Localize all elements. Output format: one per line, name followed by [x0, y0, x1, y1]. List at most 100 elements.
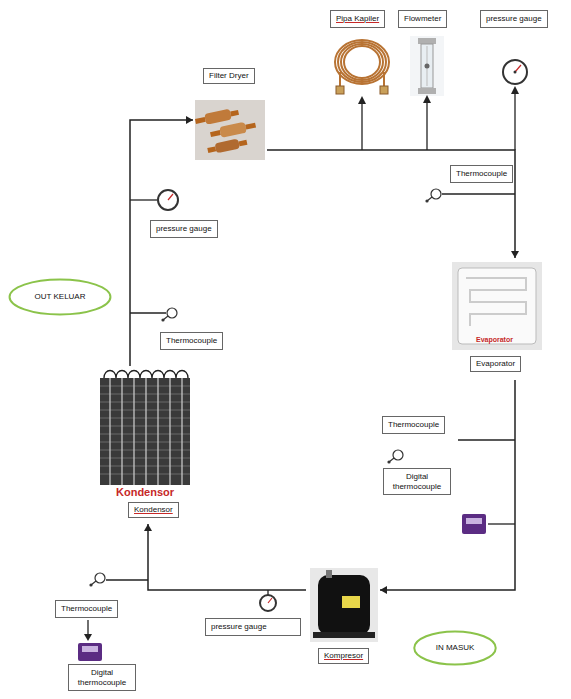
sensor-arrow-head	[84, 634, 92, 641]
filter-dryer-image	[245, 123, 256, 130]
condenser-image	[181, 378, 182, 485]
digital-thermometer-icon	[82, 646, 98, 652]
component-node: Kondensor	[98, 366, 192, 524]
thermocouple-icon	[426, 200, 428, 202]
sensor-arrow-head	[358, 96, 366, 104]
digital-thermometer-icon	[466, 518, 482, 524]
condenser-image	[109, 378, 110, 485]
condenser-image	[100, 418, 190, 419]
flowmeter-image	[410, 36, 444, 96]
component-name: Kompresor	[318, 648, 369, 664]
condenser-image	[100, 386, 190, 474]
flowmeter-image	[418, 88, 436, 94]
flow-ellipse: IN MASUK	[413, 630, 497, 666]
condenser-image	[100, 402, 190, 403]
sensor-label: Digital thermocouple	[383, 468, 451, 495]
digital-thermometer-icon	[78, 643, 102, 661]
condenser-image	[100, 386, 190, 387]
condenser-image	[100, 474, 190, 475]
node-text: Digital thermocouple	[389, 472, 445, 491]
thermocouple-icon	[163, 316, 168, 320]
flow-label: IN MASUK	[436, 643, 475, 653]
compressor-image	[310, 568, 378, 642]
filter-dryer-image	[204, 109, 232, 125]
filter-dryer-image	[195, 100, 265, 160]
thermocouple-icon	[90, 584, 92, 586]
compressor-image	[310, 568, 378, 642]
node-text: pressure gauge	[156, 224, 212, 234]
node-text: pressure gauge	[211, 622, 295, 632]
sensor-label: pressure gauge	[150, 220, 218, 238]
condenser-image	[100, 394, 190, 395]
thermocouple-icon	[91, 581, 96, 585]
filter-dryer-image	[230, 110, 239, 117]
flow-ellipse: OUT KELUAR	[8, 278, 112, 316]
component-node: Kompresor	[306, 564, 380, 668]
component-node: Evaporator	[450, 258, 544, 380]
compressor-image	[318, 575, 370, 635]
filter-dryer-image	[195, 117, 206, 124]
pressure-gauge-icon	[514, 71, 517, 74]
condenser-image	[100, 442, 190, 443]
capillary-pipe-image	[336, 86, 344, 94]
sensor-line	[87, 620, 88, 636]
compressor-image	[313, 632, 375, 638]
flowmeter-image	[410, 36, 444, 96]
digital-thermometer-icon	[462, 514, 486, 534]
image-label: Evaporator	[476, 336, 513, 343]
sensor-label: Thermocouple	[55, 600, 118, 618]
flowmeter-image	[425, 64, 430, 69]
thermocouple-icon	[426, 189, 441, 202]
capillary-pipe-image	[341, 44, 383, 80]
sensor-line	[88, 91, 515, 636]
compressor-image	[342, 596, 360, 608]
ellipse-outline	[10, 280, 111, 315]
sensor-line	[130, 199, 157, 200]
condenser-image	[100, 458, 190, 459]
pipe-connector	[380, 380, 515, 590]
thermocouple-icon	[389, 458, 394, 462]
filter-dryer-image	[207, 146, 216, 153]
evaporator-image	[452, 262, 542, 350]
thermocouple-icon	[431, 189, 441, 199]
node-text: Pipa Kapiler	[336, 14, 379, 24]
node-text: Digital thermocouple	[74, 668, 130, 687]
flow-label: OUT KELUAR	[35, 292, 86, 302]
component-name: Kondensor	[128, 502, 179, 518]
sensor-label: Thermocouple	[382, 416, 445, 434]
thermocouple-icon	[90, 189, 441, 586]
sensor-label: Thermocouple	[160, 332, 223, 350]
capillary-pipe-image	[335, 40, 389, 84]
condenser-image	[110, 378, 182, 485]
condenser-image	[100, 426, 190, 427]
evaporator-image	[452, 262, 542, 350]
pressure-gauge-icon	[158, 190, 178, 210]
pressure-gauge-icon	[503, 60, 527, 84]
pressure-gauge-icon	[268, 598, 272, 603]
node-text: Thermocouple	[166, 336, 217, 346]
component-node: Filter Dryer	[193, 66, 267, 162]
sensor-label: Digital thermocouple	[68, 664, 136, 691]
condenser-image	[157, 378, 158, 485]
sensor-arrow-head	[423, 95, 431, 103]
evaporator-image	[458, 268, 536, 344]
node-text: Flowmeter	[404, 14, 441, 24]
sensor-line	[426, 101, 427, 150]
condenser-image	[133, 378, 134, 485]
flowmeter-image	[421, 44, 433, 88]
sensor-line	[106, 579, 148, 580]
node-text: Thermocouple	[61, 604, 112, 614]
arrow-head	[511, 251, 519, 258]
arrow-head	[186, 116, 193, 124]
thermocouple-icon	[167, 308, 177, 318]
condenser-image	[104, 371, 188, 379]
ellipse-outline	[414, 631, 495, 664]
node-text: Thermocouple	[388, 420, 439, 430]
sensor-line	[361, 102, 362, 150]
sensor-line	[488, 523, 515, 524]
component-name: Filter Dryer	[203, 68, 255, 84]
pressure-gauge-icon	[260, 595, 276, 611]
sensor-line	[458, 439, 515, 440]
